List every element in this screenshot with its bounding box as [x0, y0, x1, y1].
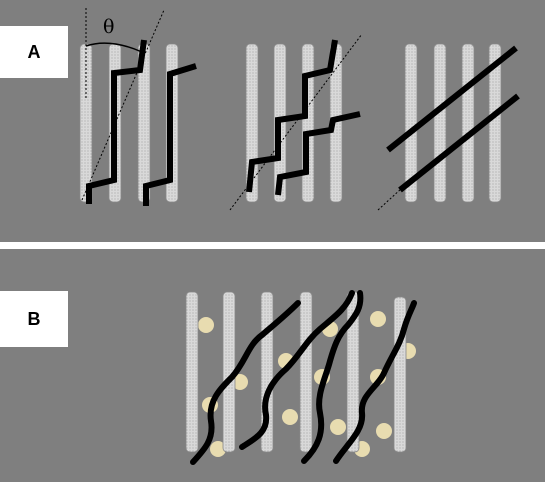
panel-b-diagram: [185, 290, 417, 465]
particle: [198, 317, 214, 333]
staircase-fiber: [86, 39, 147, 204]
particle: [282, 409, 298, 425]
angle-arc: [85, 42, 143, 53]
particle: [210, 441, 226, 457]
pillar: [488, 43, 502, 203]
pillar: [404, 43, 418, 203]
pillar: [185, 291, 199, 453]
pillar-group-1: [79, 43, 179, 203]
theta-symbol: θ: [103, 16, 114, 38]
particle: [370, 311, 386, 327]
panel-b-label: B: [0, 291, 68, 347]
wavy-fiber: [333, 300, 417, 464]
straight-fiber: [398, 93, 520, 193]
pillar: [461, 43, 475, 203]
particle: [376, 423, 392, 439]
pillar: [79, 43, 93, 203]
panel-a-label: A: [0, 26, 68, 78]
wavy-fiber: [190, 300, 301, 465]
panel-b: B: [0, 249, 545, 482]
wavy-fiber: [239, 290, 355, 450]
staircase-fiber: [275, 111, 361, 196]
particle: [330, 419, 346, 435]
panel-a-diagram: θ: [79, 8, 520, 211]
staircase-fiber: [246, 39, 338, 193]
wavy-fiber: [301, 290, 364, 464]
pillar: [433, 43, 447, 203]
staircase-fiber: [143, 63, 197, 206]
diagonal-guide-line: [81, 9, 165, 201]
pillar: [301, 43, 315, 203]
pillar: [299, 291, 313, 453]
diagonal-guide-line: [377, 187, 403, 211]
panel-a: A θ: [0, 0, 545, 242]
straight-fiber: [386, 45, 518, 153]
particle: [232, 374, 248, 390]
